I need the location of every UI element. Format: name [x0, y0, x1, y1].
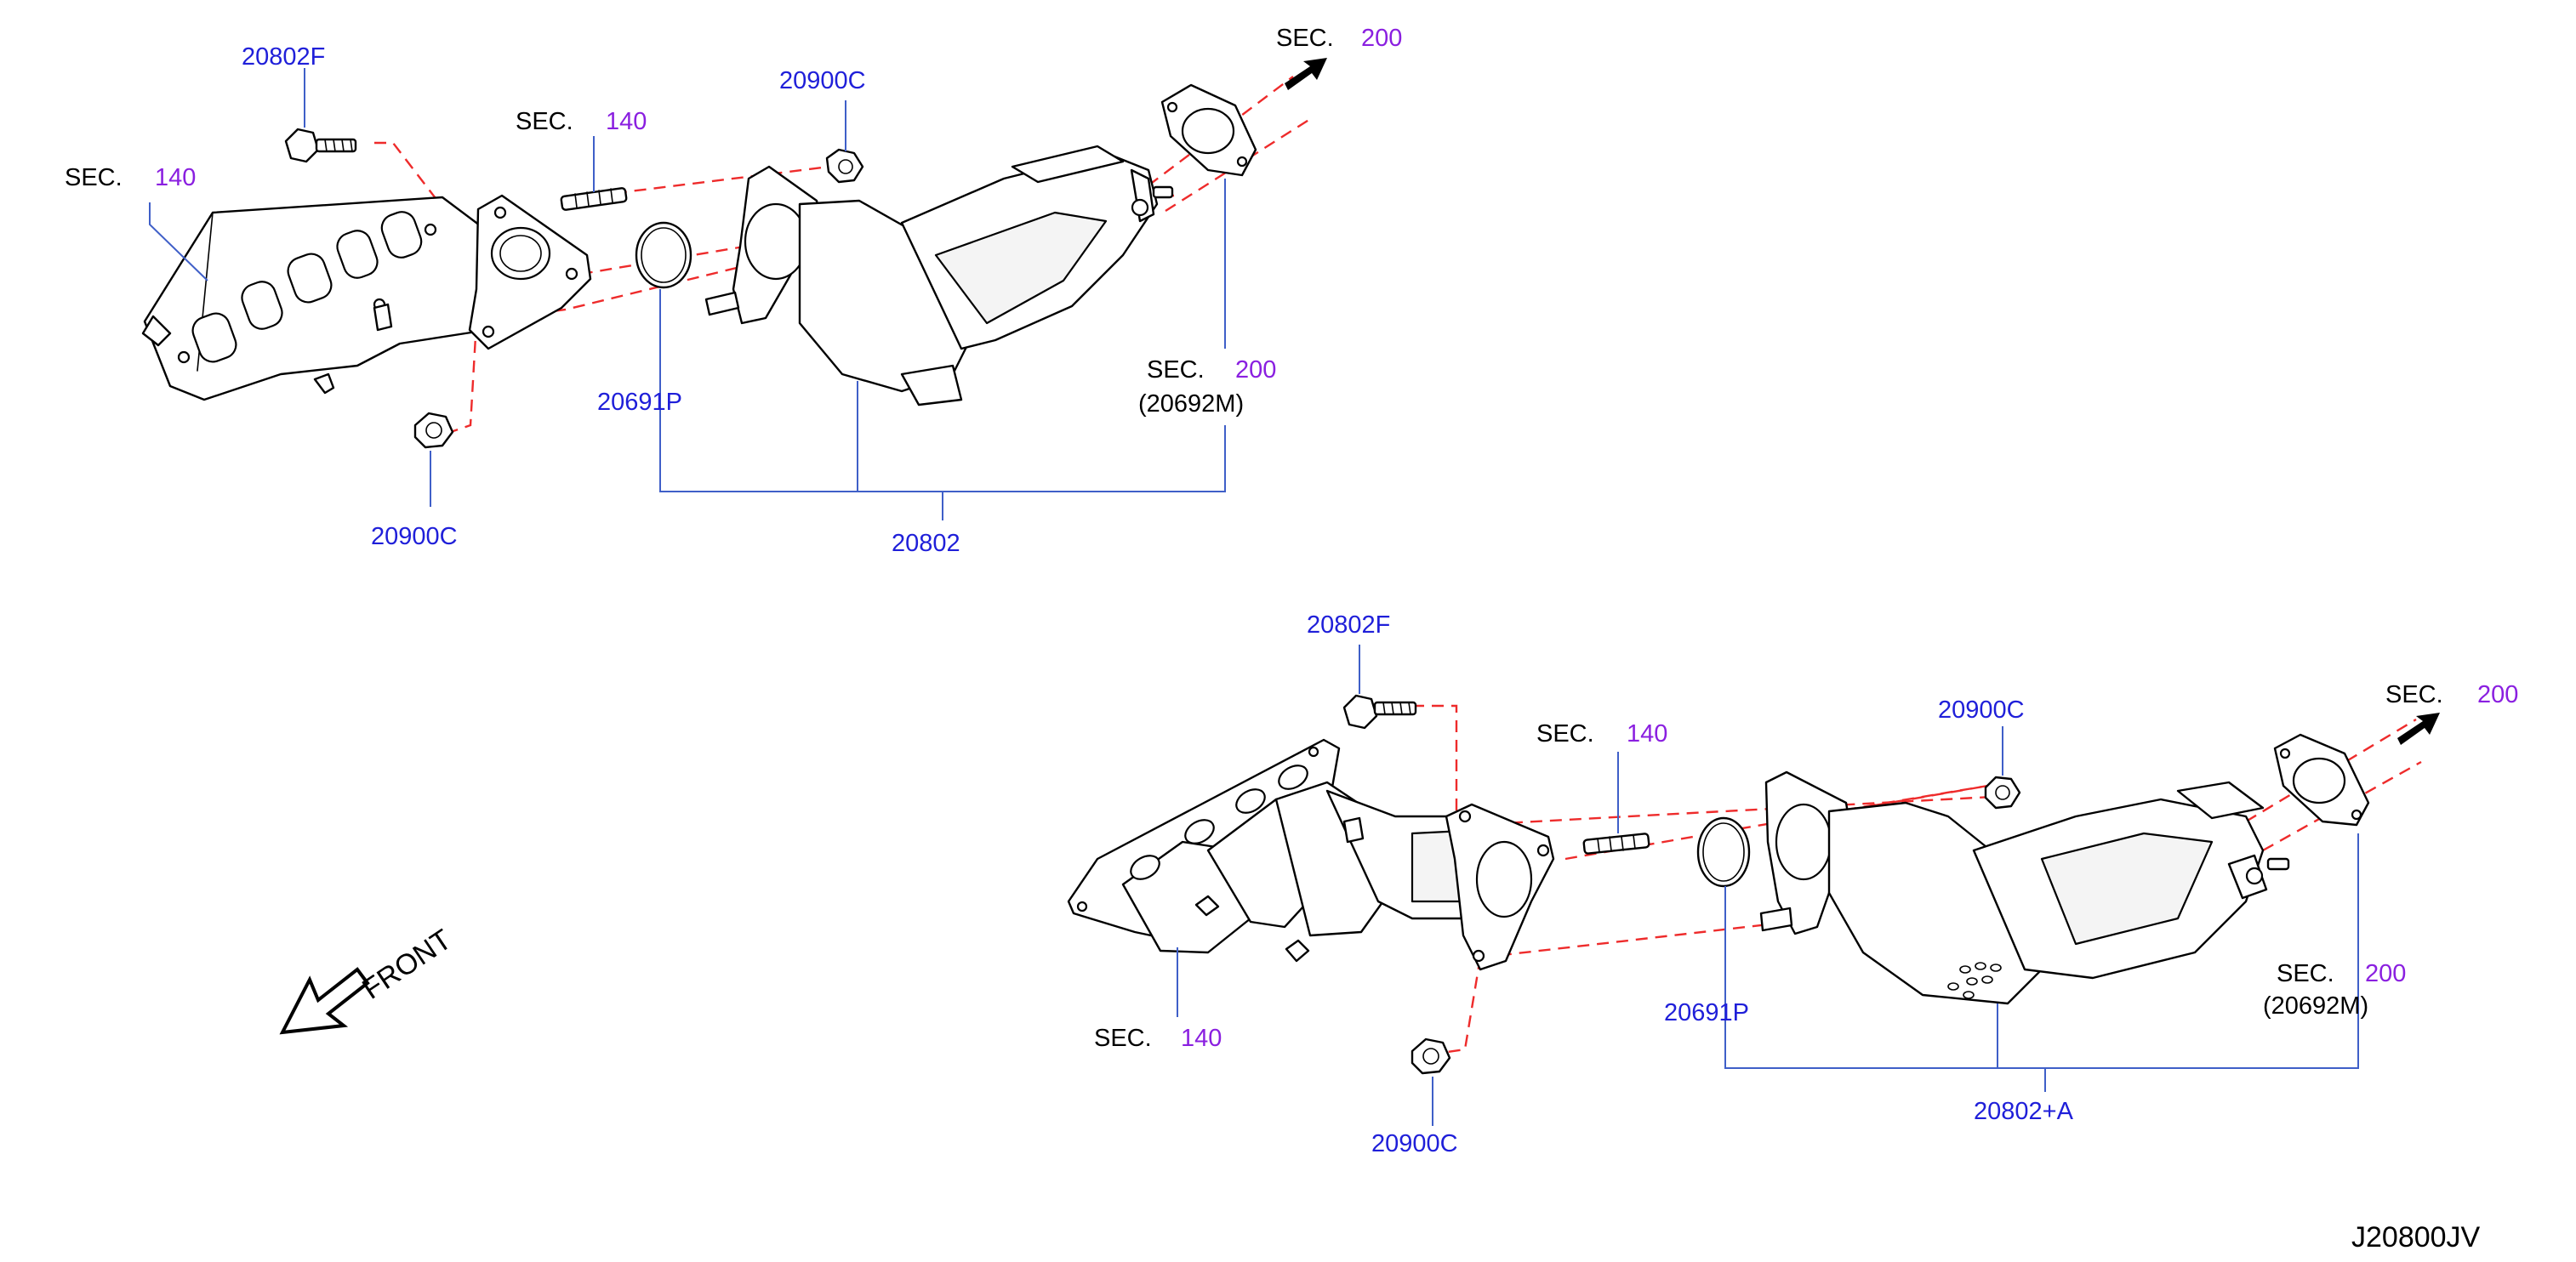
upper-sec140-stud-prefix: SEC. [516, 108, 573, 135]
lower-stud [1582, 833, 1650, 855]
front-label: FRONT [356, 924, 457, 1006]
upper-sec140-left-num: 140 [155, 164, 196, 191]
upper-catalytic-converter [704, 145, 1174, 406]
upper-stud [560, 187, 628, 211]
upper-flange [468, 194, 592, 350]
lower-sec200-arrow-num: 200 [2477, 681, 2518, 708]
upper-sec200-arrow [1285, 58, 1327, 90]
lower-sec200-arrow [2397, 713, 2440, 745]
lower-leader-lines [1177, 645, 2359, 1126]
lower-sec200-gasket-num: 200 [2365, 960, 2406, 987]
lower-sec200-arrow-prefix: SEC. [2385, 681, 2443, 708]
lower-catalytic-converter [1759, 770, 2290, 1005]
lower-nut-bottom-label: 20900C [1371, 1130, 1458, 1157]
lower-exhaust-manifold [1067, 738, 1525, 963]
upper-nut-top [825, 148, 864, 184]
upper-sec200-arrow-prefix: SEC. [1276, 25, 1334, 52]
upper-sec140-stud-num: 140 [606, 108, 647, 135]
lower-flange [1445, 803, 1555, 971]
lower-heat-shield-perforations [1947, 962, 2002, 999]
upper-bolt-20802F [284, 128, 357, 163]
upper-gasket-label: 20691P [597, 389, 682, 416]
upper-ring-gasket [635, 221, 692, 289]
lower-sec200-gasket-sub: (20692M) [2263, 992, 2368, 1020]
upper-assembly: 20802F SEC. 140 SEC. 140 20900C SEC. 200… [65, 25, 1402, 557]
upper-sec200-gasket-sub: (20692M) [1138, 390, 1244, 418]
lower-sec140-manifold-prefix: SEC. [1094, 1025, 1152, 1052]
upper-leader-lines [149, 68, 1226, 520]
diagram-code: J20800JV [2351, 1221, 2481, 1253]
front-indicator: FRONT [279, 924, 458, 1035]
lower-sec140-stud-num: 140 [1627, 720, 1667, 748]
lower-bolt-label: 20802F [1307, 611, 1390, 639]
upper-nut-bottom [413, 412, 454, 449]
upper-nut-top-label: 20900C [779, 67, 866, 94]
upper-assembly-label: 20802 [892, 530, 960, 557]
lower-ring-gasket [1696, 816, 1751, 888]
upper-exhaust-manifold [141, 196, 555, 401]
lower-assembly: 20802F SEC. 140 20900C SEC. 200 SEC. 140… [1067, 611, 2518, 1157]
upper-nut-bottom-label: 20900C [371, 523, 458, 550]
upper-sec200-gasket-prefix: SEC. [1147, 356, 1205, 384]
upper-sec200-gasket-num: 200 [1235, 356, 1276, 384]
lower-sec140-manifold-num: 140 [1181, 1025, 1222, 1052]
upper-sec140-left-prefix: SEC. [65, 164, 123, 191]
lower-outlet-gasket [2273, 733, 2370, 827]
front-arrow-icon [279, 967, 370, 1035]
upper-sec200-arrow-num: 200 [1361, 25, 1402, 52]
lower-nut-top-label: 20900C [1938, 696, 2025, 724]
upper-outlet-gasket [1160, 83, 1257, 177]
lower-sec140-stud-prefix: SEC. [1536, 720, 1594, 748]
upper-bolt-label: 20802F [242, 43, 325, 71]
lower-nut-top [1984, 776, 2021, 810]
lower-nut-bottom [1411, 1037, 1451, 1075]
lower-gasket-label: 20691P [1664, 999, 1749, 1026]
lower-bolt-20802F [1342, 694, 1417, 730]
lower-sec200-gasket-prefix: SEC. [2277, 960, 2334, 987]
lower-assembly-label: 20802+A [1974, 1098, 2074, 1125]
